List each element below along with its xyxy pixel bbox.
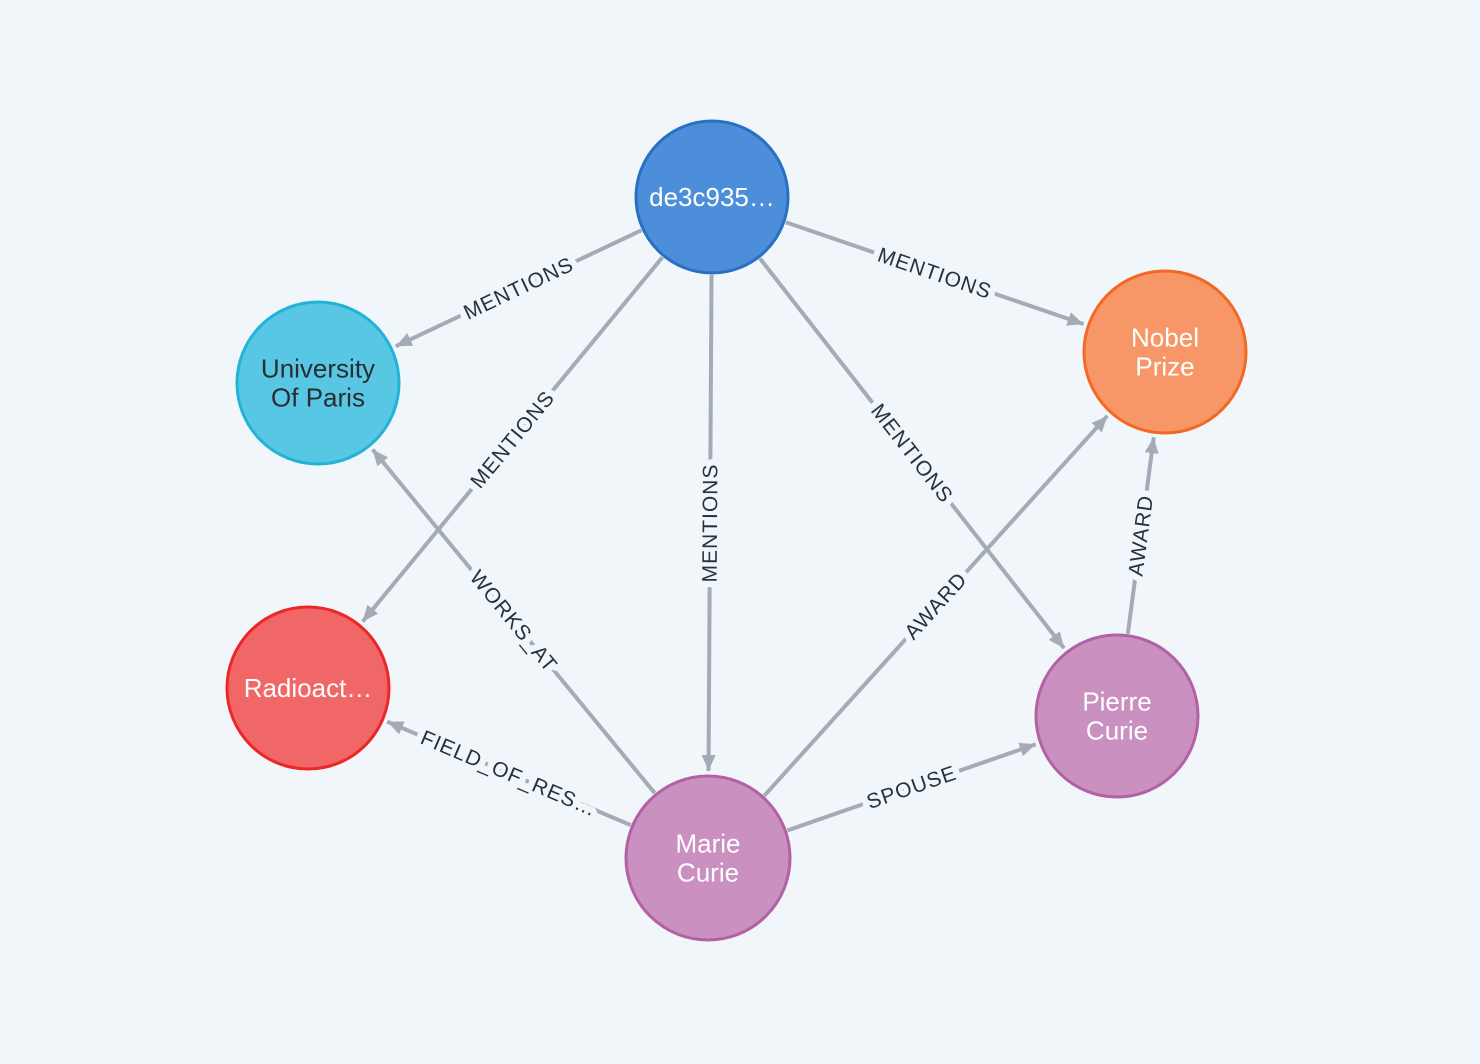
node-circle [1082, 269, 1248, 435]
graph-edge-pierre-curie-nobel-prize[interactable]: AWARD [1118, 437, 1165, 634]
node-caption-line: University [261, 354, 375, 384]
node-caption-line: Radioact… [244, 673, 373, 703]
node-circle [1034, 633, 1200, 799]
node-caption: de3c935… [649, 182, 775, 212]
graph-edge-document-radioactivity[interactable]: MENTIONS [361, 255, 664, 623]
edge-label: AWARD [900, 568, 972, 644]
edge-label: MENTIONS [460, 253, 577, 325]
edge-label: MENTIONS [466, 387, 559, 493]
edge-label: SPOUSE [864, 762, 960, 814]
node-caption-line: Marie [675, 829, 740, 859]
graph-edge-document-nobel-prize[interactable]: MENTIONS [785, 220, 1085, 327]
node-caption-line: Curie [677, 858, 739, 888]
edge-label: MENTIONS [866, 400, 957, 508]
graph-edge-marie-curie-pierre-curie[interactable]: SPOUSE [786, 742, 1037, 833]
node-caption-line: Curie [1086, 716, 1148, 746]
graph-edge-document-marie-curie[interactable]: MENTIONS [692, 274, 729, 772]
node-caption-line: Nobel [1131, 323, 1199, 353]
node-circle [634, 119, 790, 275]
graph-edge-marie-curie-radioactivity[interactable]: FIELD_OF_RES… [386, 719, 632, 828]
edge-label: FIELD_OF_RES… [417, 726, 600, 821]
node-caption-line: Prize [1135, 352, 1194, 382]
node-caption: Radioact… [244, 673, 373, 703]
node-caption-line: Pierre [1082, 687, 1151, 717]
graph-edge-document-pierre-curie[interactable]: MENTIONS [758, 257, 1066, 650]
edge-label: MENTIONS [699, 464, 723, 583]
edge-label: MENTIONS [875, 244, 995, 304]
edge-line [361, 255, 664, 623]
edge-label: AWARD [1125, 494, 1158, 578]
edge-line [371, 448, 657, 795]
edge-label: WORKS_AT [465, 566, 562, 677]
node-caption-line: de3c935… [649, 182, 775, 212]
node-circle [235, 300, 401, 466]
node-circle [624, 774, 792, 942]
edge-line [394, 228, 643, 349]
graph-node-document[interactable]: de3c935… [634, 119, 790, 275]
graph-node-radioactivity[interactable]: Radioact… [225, 605, 391, 771]
graph-edge-marie-curie-university-of-paris[interactable]: WORKS_AT [371, 448, 657, 795]
edge-line [1125, 437, 1159, 634]
node-circle [225, 605, 391, 771]
node-caption-line: Of Paris [271, 383, 365, 413]
edge-line [785, 220, 1085, 327]
edge-line [762, 414, 1109, 798]
edge-line [786, 742, 1037, 833]
edge-line [758, 257, 1066, 650]
edge-line [701, 274, 716, 772]
edge-line [386, 719, 632, 827]
